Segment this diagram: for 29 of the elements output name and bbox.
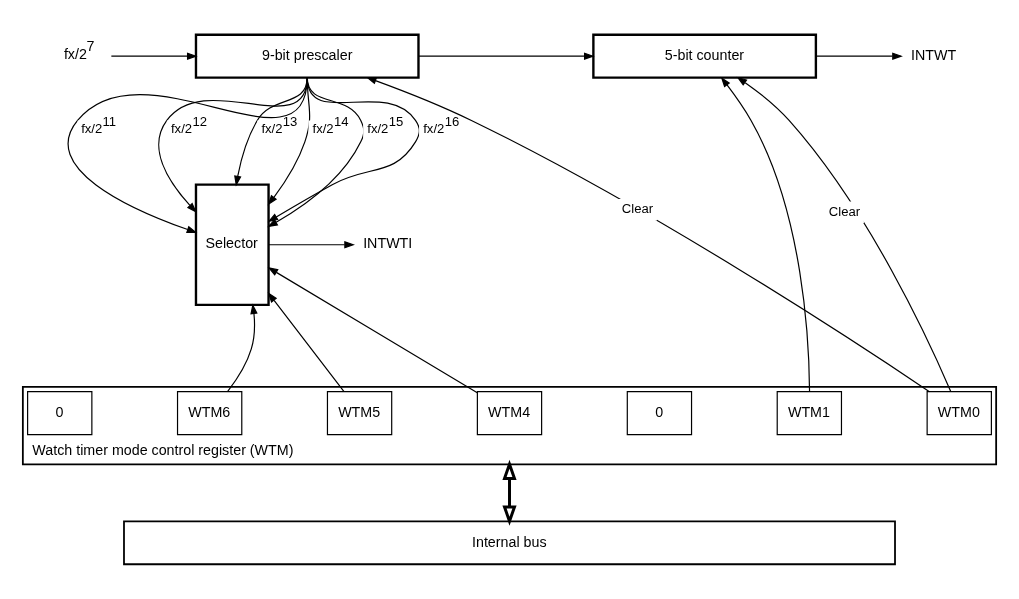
node-box: WTM0 [926, 391, 992, 436]
node-box: 0 [27, 391, 93, 436]
arrow [227, 303, 258, 392]
node-box: WTM1 [776, 391, 843, 436]
node-box: WTM4 [476, 391, 543, 436]
node-box: WTM5 [326, 391, 393, 436]
node-text: INTWT [911, 46, 957, 63]
node-text: INTWTI [363, 235, 413, 252]
arrow [418, 52, 595, 60]
arrow [267, 267, 478, 394]
arrow [268, 241, 355, 249]
arrow [110, 52, 198, 60]
arrow [158, 77, 308, 213]
arrow [720, 76, 811, 393]
arrow [234, 77, 308, 187]
node-box: 0 [626, 391, 693, 436]
arrow [815, 52, 903, 60]
node-box: Internal bus [123, 520, 896, 566]
arrow [736, 76, 952, 392]
edge-label: Clear [621, 201, 654, 217]
node-box: Selector [194, 183, 270, 307]
node-box: 5-bit counter [592, 33, 818, 79]
edge-label: Clear [828, 203, 861, 219]
node-box: 9-bit prescaler [194, 33, 420, 79]
arrow [267, 77, 420, 223]
arrow [267, 292, 345, 393]
arrow [67, 77, 308, 233]
node-box: WTM6 [176, 391, 243, 436]
arrow [502, 459, 517, 526]
